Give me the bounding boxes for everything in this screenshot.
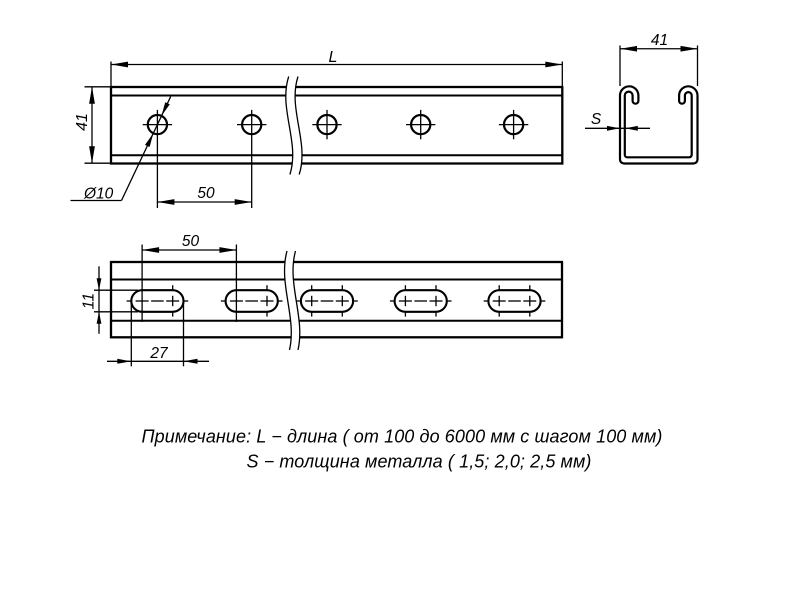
svg-text:50: 50 <box>197 185 215 202</box>
svg-text:41: 41 <box>651 32 668 49</box>
svg-text:41: 41 <box>74 113 91 131</box>
svg-text:50: 50 <box>182 233 200 250</box>
svg-text:S: S <box>591 111 602 128</box>
svg-text:S − толщина металла ( 1,5; 2,0: S − толщина металла ( 1,5; 2,0; 2,5 мм) <box>247 452 592 472</box>
svg-text:Примечание: L − длина ( от 100: Примечание: L − длина ( от 100 до 6000 м… <box>142 427 663 447</box>
svg-text:Ø10: Ø10 <box>83 186 114 203</box>
svg-text:27: 27 <box>149 345 169 362</box>
svg-text:L: L <box>329 49 338 66</box>
svg-text:11: 11 <box>81 293 98 310</box>
